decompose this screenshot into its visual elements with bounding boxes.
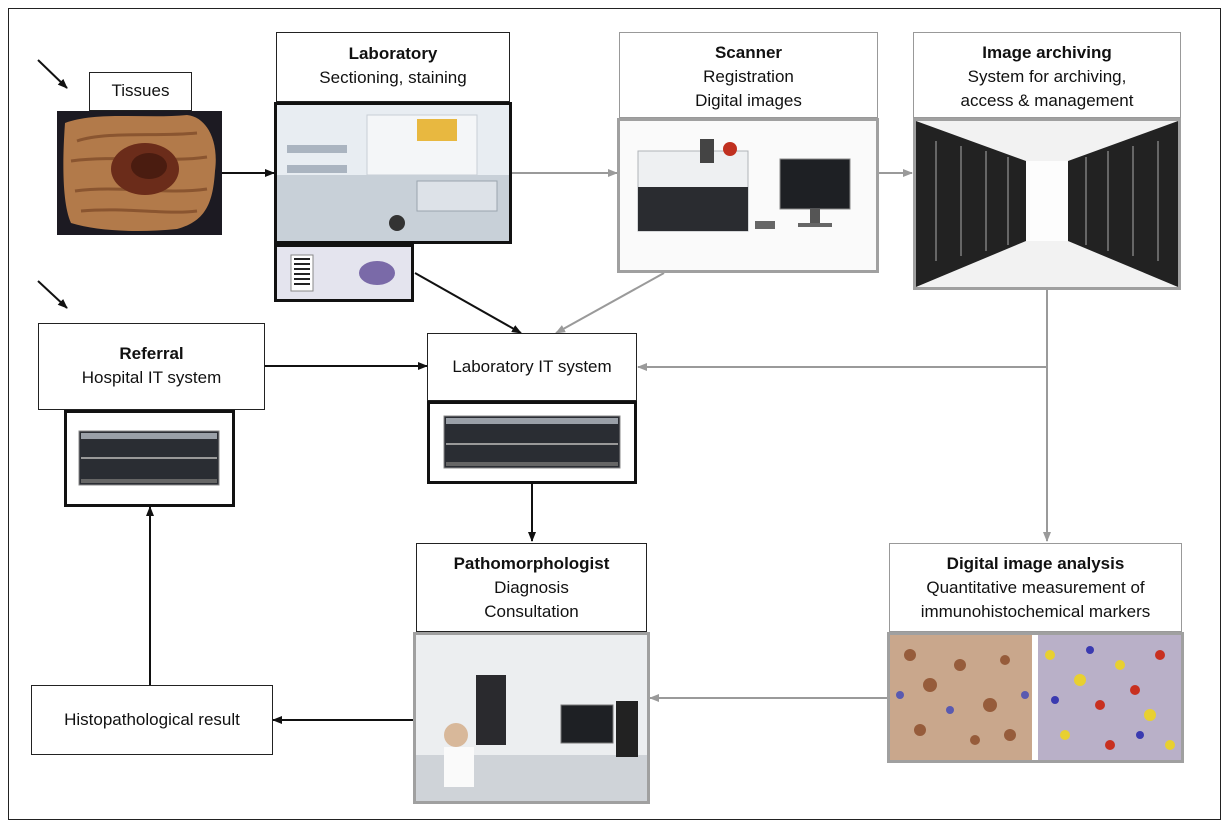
diagram-frame	[8, 8, 1221, 820]
server-room-photo	[913, 118, 1181, 290]
analysis-line1: Quantitative measurement of	[926, 578, 1145, 597]
lab-server-graphic	[443, 415, 621, 469]
tissue-sample-image	[57, 111, 222, 235]
scanner-photo-graphic	[637, 139, 851, 232]
server-room-graphic	[916, 121, 1178, 287]
pathomorphologist-label: Pathomorphologist Diagnosis Consultation	[416, 543, 647, 632]
arrow-scanner-to-labit	[555, 272, 665, 334]
analysis-title: Digital image analysis	[946, 554, 1125, 573]
pathomorphologist-title: Pathomorphologist	[453, 554, 610, 573]
lab-it-label: Laboratory IT system	[427, 333, 637, 401]
laboratory-line1: Sectioning, staining	[319, 68, 467, 87]
arrow-lab-to-labit	[414, 272, 522, 334]
ihc-analysis-images	[887, 632, 1184, 763]
workstation-graphic	[416, 635, 647, 801]
ihc-graphic	[890, 635, 1181, 760]
laboratory-title: Laboratory	[348, 44, 438, 63]
slide-graphic	[290, 254, 395, 292]
tissues-title: Tissues	[111, 81, 170, 100]
analysis-line2: immunohistochemical markers	[920, 602, 1151, 621]
analysis-label: Digital image analysis Quantitative meas…	[889, 543, 1182, 632]
scanner-photo	[617, 118, 879, 273]
archiving-title: Image archiving	[982, 43, 1112, 62]
scanner-line1: Registration	[703, 67, 794, 86]
hospital-server-photo	[64, 410, 235, 507]
referral-title: Referral	[119, 344, 184, 363]
archiving-label: Image archiving System for archiving, ac…	[913, 32, 1181, 118]
entry-arrow-referral	[37, 280, 68, 309]
archiving-line2: access & management	[960, 91, 1134, 110]
archiving-line1: System for archiving,	[967, 67, 1127, 86]
scanner-line2: Digital images	[695, 91, 802, 110]
entry-arrow-tissues	[37, 59, 68, 89]
lab-server-photo	[427, 401, 637, 484]
laboratory-label: Laboratory Sectioning, staining	[276, 32, 510, 102]
result-title: Histopathological result	[64, 710, 240, 729]
referral-line1: Hospital IT system	[81, 368, 222, 387]
pathomorphologist-line2: Consultation	[484, 602, 579, 621]
laboratory-photo-graphic	[277, 105, 509, 241]
slide-with-barcode	[274, 244, 414, 302]
laboratory-photo	[274, 102, 512, 244]
lab-it-title: Laboratory IT system	[452, 357, 612, 376]
pathologist-workstation-photo	[413, 632, 650, 804]
scanner-title: Scanner	[714, 43, 783, 62]
tissue-sample-graphic	[63, 115, 216, 231]
referral-label: Referral Hospital IT system	[38, 323, 265, 410]
pathomorphologist-line1: Diagnosis	[494, 578, 569, 597]
tissues-label: Tissues	[89, 72, 192, 111]
arrow-archive-to-labit	[637, 290, 1048, 371]
scanner-label: Scanner Registration Digital images	[619, 32, 878, 118]
hospital-server-graphic	[78, 430, 220, 486]
result-label: Histopathological result	[31, 685, 273, 755]
